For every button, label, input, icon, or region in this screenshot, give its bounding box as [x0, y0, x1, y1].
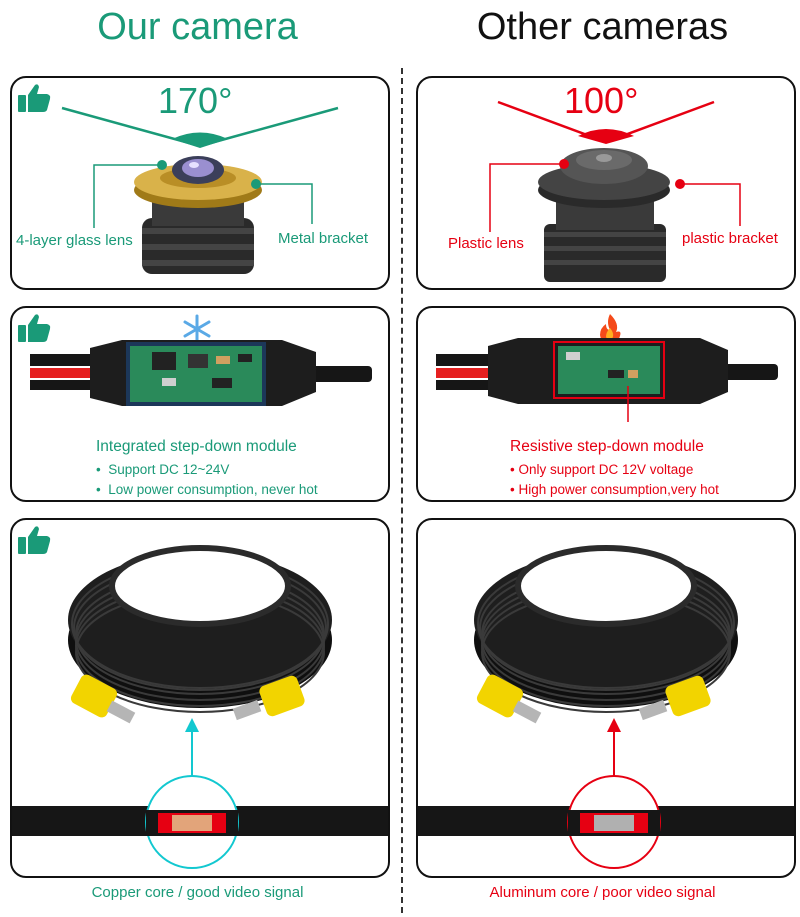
- right-lens-label: Plastic lens: [448, 235, 524, 252]
- right-module-title: Resistive step-down module: [510, 438, 704, 455]
- left-module-bullet-2-text: Low power consumption, never hot: [108, 482, 318, 497]
- thumbs-up-icon: [18, 314, 51, 342]
- left-cable-coil-graphic: [12, 545, 388, 869]
- bullet-dot-icon: •: [510, 482, 519, 497]
- left-lens-label: 4-layer glass lens: [16, 232, 133, 249]
- right-module-bullet-1: • Only support DC 12V voltage: [510, 462, 693, 477]
- right-module-panel: Resistive step-down module • Only suppor…: [416, 306, 796, 502]
- right-cable-coil-graphic: [418, 545, 794, 869]
- left-lens-panel: 170° 4-layer glass lens Metal bracket: [10, 76, 390, 290]
- left-module-panel: Integrated step-down module • Support DC…: [10, 306, 390, 502]
- left-cable-panel: [10, 518, 390, 878]
- left-module-bullet-1-text: Support DC 12~24V: [108, 462, 230, 477]
- bullet-dot-icon: •: [96, 462, 109, 477]
- right-field-of-view-graphic: [489, 100, 741, 282]
- right-module-bullet-1-text: Only support DC 12V voltage: [518, 462, 694, 477]
- left-module-bullet-2: • Low power consumption, never hot: [96, 482, 318, 497]
- right-lens-panel: 100° Plastic lens plastic bracket: [416, 76, 796, 290]
- thumbs-up-icon: [18, 526, 51, 554]
- bullet-dot-icon: •: [510, 462, 519, 477]
- left-module-title: Integrated step-down module: [96, 438, 297, 455]
- right-module-bullet-2: • High power consumption,very hot: [510, 482, 719, 497]
- bullet-dot-icon: •: [96, 482, 109, 497]
- right-bracket-label: plastic bracket: [682, 230, 778, 247]
- right-cable-caption: Aluminum core / poor video signal: [489, 884, 716, 901]
- left-step-down-module-graphic: [30, 340, 372, 406]
- our-camera-title: Our camera: [97, 6, 298, 48]
- other-cameras-title: Other cameras: [476, 6, 729, 48]
- right-cable-panel: [416, 518, 796, 878]
- flame-icon: [600, 314, 621, 343]
- left-cable-caption: Copper core / good video signal: [91, 884, 304, 901]
- right-step-down-module-graphic: [436, 338, 778, 422]
- left-angle-value: 170°: [158, 80, 233, 121]
- thumbs-up-icon: [18, 84, 51, 112]
- right-angle-value: 100°: [564, 80, 639, 121]
- snowflake-icon: [183, 314, 211, 344]
- left-module-bullet-1: • Support DC 12~24V: [96, 462, 229, 477]
- center-divider: [401, 68, 403, 913]
- right-module-bullet-2-text: High power consumption,very hot: [518, 482, 719, 497]
- left-bracket-label: Metal bracket: [278, 230, 369, 247]
- left-field-of-view-graphic: [61, 106, 339, 274]
